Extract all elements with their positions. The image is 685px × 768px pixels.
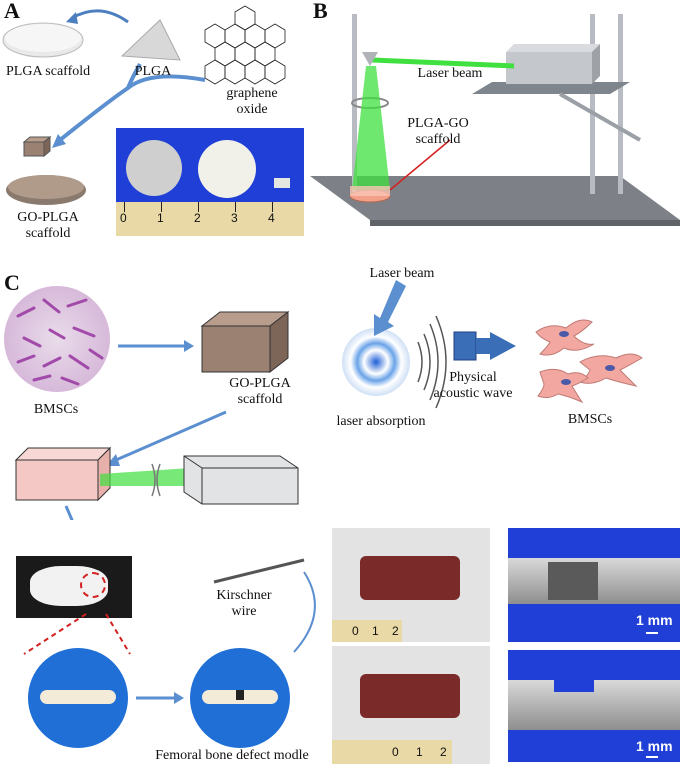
laser-beam-horizontal [371, 57, 515, 69]
label-graphene-oxide: graphene oxide [226, 86, 278, 117]
rat-highlight [80, 572, 106, 598]
panel-label-c: C [4, 270, 20, 295]
photo-ruler: 0 1 2 3 4 [116, 202, 304, 236]
label-kirschner-wire: Kirschner wire [216, 588, 272, 619]
scale-bar-top: 1 mm [636, 612, 673, 628]
microct-bone-bottom [508, 680, 680, 730]
bone-left [40, 690, 116, 704]
ruler-num: 0 [392, 745, 399, 759]
ruler-num: 4 [268, 211, 275, 225]
panel-c-flow [14, 310, 299, 520]
label-laser-beam-c: Laser beam [369, 266, 435, 281]
bmscs-micrograph [4, 286, 110, 392]
label-bmscs-right: BMSCs [567, 412, 613, 427]
label-plga-scaffold: PLGA scaffold [6, 64, 91, 79]
mirror [362, 52, 378, 66]
laser-shelf [472, 82, 630, 94]
laser-absorption-diagram [342, 280, 643, 409]
microct-defect-bottom [554, 680, 594, 692]
scaffold-photo: 0 1 2 3 4 [116, 128, 304, 236]
graphene-oxide-structure [204, 5, 286, 85]
scale-line-top [646, 632, 658, 634]
bone-defect [236, 690, 244, 700]
label-femoral-model: Femoral bone defect modle [155, 748, 309, 763]
kirschner-wire-drawing [213, 558, 316, 653]
surgery-wound-top [360, 556, 460, 600]
scale-bar-bottom: 1 mm [636, 738, 673, 754]
surgery-wound-bottom [360, 674, 460, 718]
photo-cube [274, 178, 290, 188]
post-left [352, 14, 357, 194]
ruler-num: 3 [231, 211, 238, 225]
post-right-2 [618, 14, 623, 194]
microct-defect-top [548, 562, 598, 600]
microct-top: 1 mm [508, 528, 680, 642]
label-plga: PLGA [134, 64, 172, 79]
panel-label-b: B [313, 0, 328, 23]
zoom-lines [23, 613, 131, 655]
photo-go-disk [198, 140, 256, 198]
panel-b-drawing [310, 14, 680, 226]
go-plga-block [201, 325, 271, 373]
ruler-num: 0 [120, 211, 127, 225]
ruler-num: 0 [352, 624, 359, 638]
label-go-plga-scaffold-c: GO-PLGA scaffold [229, 376, 291, 407]
post-right-1 [590, 14, 595, 194]
label-bmscs-left: BMSCs [33, 402, 79, 417]
ruler-num: 1 [372, 624, 379, 638]
bone-circle-right [190, 648, 290, 748]
surgery-photo-top: 0 1 2 [332, 528, 490, 642]
photo-plga-disk [126, 140, 182, 196]
incoming-laser-arrow [374, 280, 406, 336]
panel-a-drawing [2, 5, 286, 205]
surgery-photo-bottom: 0 1 2 [332, 646, 490, 764]
label-plga-go-scaffold: PLGA-GO scaffold [407, 116, 469, 147]
arrow-bone [136, 692, 184, 704]
transducer-box [453, 331, 477, 361]
ruler-num: 2 [440, 745, 447, 759]
pointer-line [389, 139, 451, 191]
label-laser-beam-b: Laser beam [417, 66, 483, 81]
scale-line-bottom [646, 756, 658, 758]
bmscs-cells [535, 319, 643, 404]
base-plate [310, 176, 680, 220]
surgery-ruler-top: 0 1 2 [332, 620, 402, 642]
bone-circle-left [28, 648, 128, 748]
rat-photo [16, 556, 132, 618]
ruler-num: 2 [194, 211, 201, 225]
ruler-num: 1 [157, 211, 164, 225]
panel-label-a: A [4, 0, 20, 23]
plga-scaffold-top [5, 24, 81, 52]
go-plga-cube [23, 141, 45, 157]
plga-powder [120, 19, 181, 61]
surgery-ruler-bottom: 0 1 2 [332, 740, 452, 764]
ruler-num: 1 [416, 745, 423, 759]
ruler-num: 2 [392, 624, 399, 638]
label-laser-absorption: laser absorption [336, 414, 426, 429]
laser-beam-vertical [352, 66, 390, 190]
microct-bottom: 1 mm [508, 650, 680, 762]
label-acoustic-wave: Physical acoustic wave [433, 370, 513, 401]
laser-device [183, 455, 299, 505]
arrow-plga-to-scaffold [71, 9, 129, 24]
cell-scaffold-block [15, 459, 99, 501]
absorption-circle [342, 328, 410, 396]
laser-box [506, 44, 600, 52]
label-go-plga-scaffold: GO-PLGA scaffold [17, 210, 79, 241]
